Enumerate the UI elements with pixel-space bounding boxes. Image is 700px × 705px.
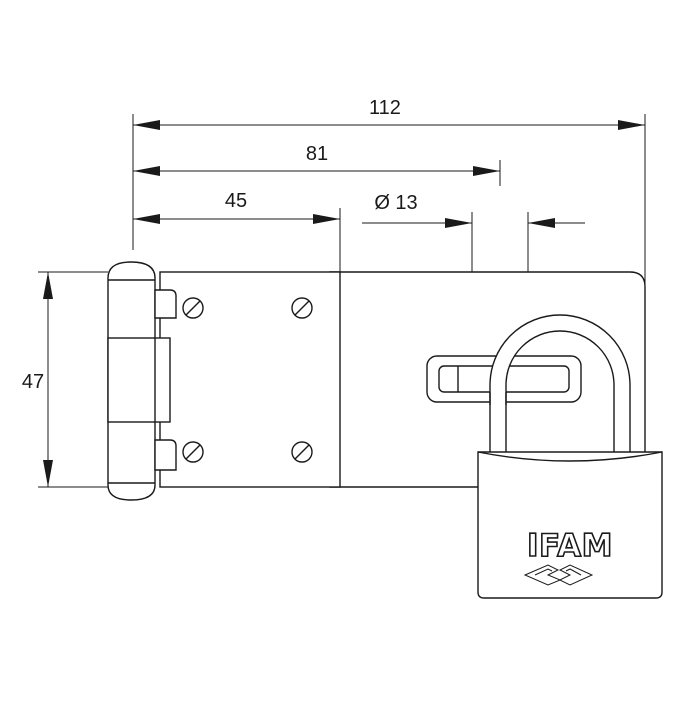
arrow-right	[313, 214, 340, 224]
dimension-label-112: 112	[369, 97, 401, 119]
arrow-left	[528, 218, 555, 228]
arrow-down	[43, 460, 53, 487]
dimension-label-45: 45	[225, 190, 247, 212]
screw-top-left	[182, 297, 204, 319]
dimension-label-81: 81	[306, 143, 328, 165]
dimension-112: 112	[132, 97, 646, 290]
dimension-label-diameter: Ø 13	[374, 192, 417, 214]
hinge-knuckle	[107, 261, 177, 501]
dimension-45: 45	[133, 190, 341, 272]
dimension-47: 47	[22, 271, 108, 488]
arrow-left	[133, 120, 160, 130]
arrow-right	[618, 120, 645, 130]
arrow-right	[473, 166, 500, 176]
arrow-left	[133, 166, 160, 176]
arrow-left	[133, 214, 160, 224]
screw-bottom-left	[182, 441, 204, 463]
padlock-shackle	[489, 314, 631, 456]
dimension-81: 81	[133, 143, 501, 186]
screw-bottom-right	[291, 441, 313, 463]
ifam-emblem-icon	[523, 564, 594, 586]
arrow-right	[445, 218, 472, 228]
screw-top-right	[291, 297, 313, 319]
padlock-body: IFAM	[477, 451, 663, 599]
dimension-label-47: 47	[22, 371, 44, 393]
padlock-brand-logo: IFAM	[527, 528, 613, 564]
arrow-up	[43, 272, 53, 299]
